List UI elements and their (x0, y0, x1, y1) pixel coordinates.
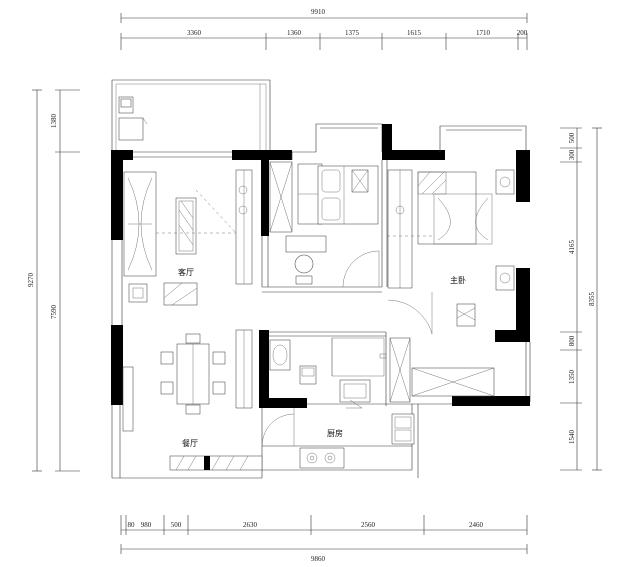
dining-chair (185, 404, 201, 415)
top-dimension-segment: 1710 (476, 29, 491, 37)
right-dimension-chain: 500 300 4165 800 1350 1540 8355 (560, 127, 602, 471)
kitchen: 厨房 (261, 408, 415, 469)
bottom-dimension-segment: 980 (141, 521, 152, 529)
right-dimension-segment: 300 (568, 149, 576, 160)
right-dimension-segment: 1540 (568, 430, 576, 445)
living-room-label: 客厅 (178, 267, 194, 277)
dining-chair (212, 351, 226, 365)
bottom-dimension-chain: 80 980 500 2630 2560 2460 9860 (120, 515, 528, 563)
bedside-table (495, 169, 515, 195)
top-dimension-segment: 200 (517, 29, 528, 37)
bottom-dimension-segment: 80 (128, 521, 136, 529)
bathroom-vanity (269, 339, 291, 371)
left-dimension-segment: 7590 (50, 305, 58, 320)
bottom-dimension-segment: 2560 (361, 521, 376, 529)
top-dimension-segment: 1360 (287, 29, 302, 37)
right-dimension-segment: 4165 (568, 240, 576, 255)
washer-fixture (118, 117, 144, 141)
kitchen-sink (391, 413, 415, 445)
laundry-cabinet (339, 379, 371, 403)
armchair (128, 283, 148, 303)
top-dimension-chain: 9910 3360 1360 1375 1615 1710 200 (120, 8, 528, 50)
top-dimension-segment: 1615 (407, 29, 422, 37)
floor-rug (163, 282, 198, 306)
dining-chair (212, 381, 226, 395)
bottom-dimension-segment: 2460 (469, 521, 484, 529)
desk (285, 235, 327, 253)
dining-room: 餐厅 (160, 329, 263, 471)
living-room: 客厅 (123, 169, 253, 306)
dining-chair (185, 333, 201, 344)
shower-area (331, 337, 385, 377)
bottom-dimension-segment: 500 (171, 521, 182, 529)
left-dimension-chain: 9270 1380 7590 (27, 89, 80, 472)
bottom-total-dimension: 9860 (311, 555, 326, 563)
dining-chair (160, 381, 174, 395)
second-bedroom (269, 161, 380, 288)
dining-chair (160, 351, 174, 365)
right-dimension-segment: 1350 (568, 370, 576, 385)
desk-chair (294, 254, 314, 274)
right-total-dimension: 8355 (588, 292, 596, 307)
bathroom (269, 337, 495, 409)
walls (111, 123, 531, 479)
kitchen-label: 厨房 (327, 428, 343, 438)
top-total-dimension: 9910 (311, 8, 326, 16)
gas-stove (299, 447, 345, 469)
dining-room-label: 餐厅 (182, 439, 198, 448)
coffee-table (175, 197, 197, 255)
master-bedroom: 主卧 (387, 169, 515, 335)
double-bed (317, 165, 379, 225)
toilet (299, 365, 317, 385)
balcony (111, 79, 271, 152)
right-dimension-segment: 500 (568, 132, 576, 143)
right-dimension-segment: 800 (568, 335, 576, 346)
left-total-dimension: 9270 (27, 273, 35, 288)
left-dimension-segment: 1380 (50, 114, 58, 129)
top-dimension-segment: 3360 (187, 29, 202, 37)
bottom-dimension-segment: 2630 (243, 521, 258, 529)
top-dimension-segment: 1375 (345, 29, 360, 37)
master-bed (417, 171, 477, 245)
bedside-table (495, 265, 515, 291)
master-bedroom-label: 主卧 (450, 275, 466, 285)
